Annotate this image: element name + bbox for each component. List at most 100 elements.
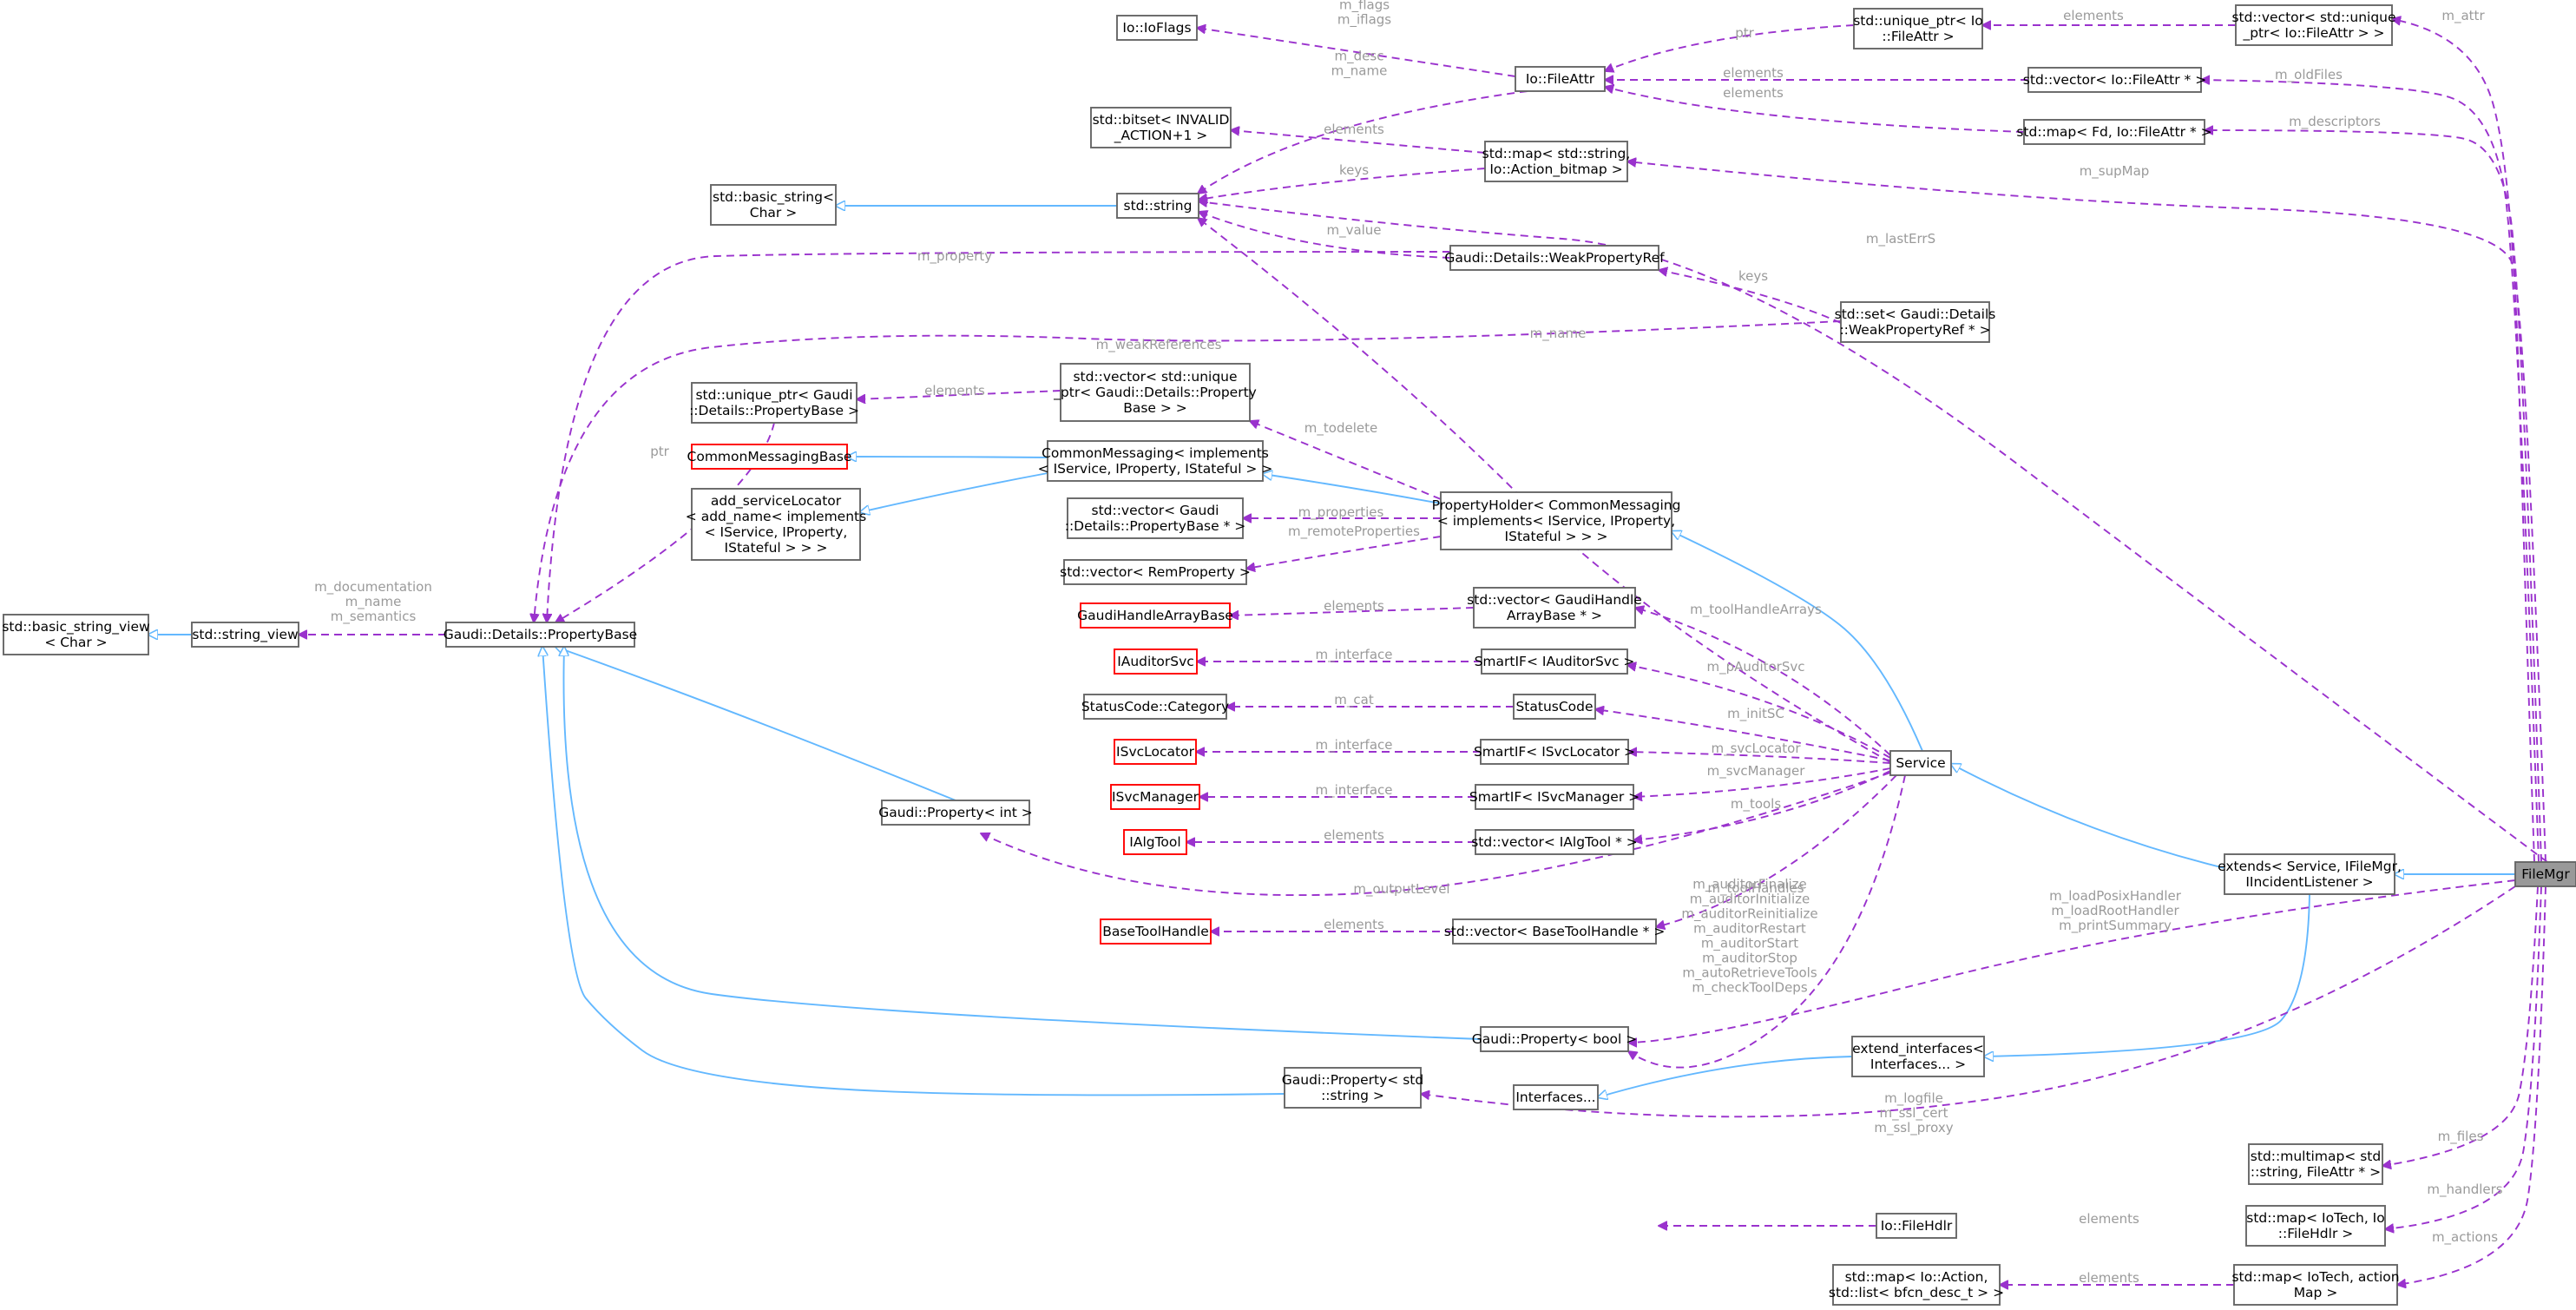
node-label-isvcmanager: ISvcManager bbox=[1112, 789, 1199, 805]
usage-edge-u16 bbox=[1198, 90, 1528, 194]
edge-label-m_documentation: m_semantics bbox=[331, 609, 417, 625]
node-service[interactable]: Service bbox=[1889, 750, 1952, 776]
node-box-map_fd_fileattr bbox=[2023, 119, 2205, 145]
node-label-statuscode_category: StatusCode::Category bbox=[1081, 699, 1229, 714]
edge-label-m_outputlevel: m_outputLevel bbox=[1353, 881, 1449, 898]
node-label-propertyholder: < implements< IService, IProperty, bbox=[1437, 513, 1675, 529]
node-std_string[interactable]: std::string bbox=[1116, 193, 1199, 219]
node-label-set_weakpropref: ::WeakPropertyRef * > bbox=[1839, 322, 1990, 338]
node-ialgtool[interactable]: IAlgTool bbox=[1123, 829, 1187, 855]
node-propertyholder[interactable]: PropertyHolder< CommonMessaging< impleme… bbox=[1432, 491, 1681, 550]
edge-label-elements_ialgtool: elements bbox=[1324, 827, 1384, 843]
node-vector_ialgtool[interactable]: std::vector< IAlgTool * > bbox=[1471, 829, 1638, 855]
node-bitset[interactable]: std::bitset< INVALID_ACTION+1 > bbox=[1090, 107, 1232, 148]
node-box-map_iotech_filehdlr bbox=[2245, 1205, 2386, 1247]
node-vector_fileattr_ptr[interactable]: std::vector< Io::FileAttr * > bbox=[2023, 67, 2206, 93]
edge-label-m_svclocator: m_svcLocator bbox=[1712, 741, 1802, 757]
edge-label-ptr_fileattr: ptr bbox=[1735, 25, 1754, 41]
node-unique_ptr_fileattr[interactable]: std::unique_ptr< Io::FileAttr > bbox=[1853, 8, 1983, 49]
node-label-statuscode: StatusCode bbox=[1515, 699, 1593, 714]
node-multimap_fileattr[interactable]: std::multimap< std::string, FileAttr * > bbox=[2248, 1143, 2383, 1185]
node-vector_propbase_ptr[interactable]: std::vector< Gaudi::Details::PropertyBas… bbox=[1065, 497, 1246, 539]
node-filemgr[interactable]: FileMgr bbox=[2514, 861, 2576, 887]
edge-label-m_pauditorsvc: m_pAuditorSvc bbox=[1707, 659, 1805, 675]
node-unique_ptr_propbase[interactable]: std::unique_ptr< Gaudi::Details::Propert… bbox=[689, 382, 859, 424]
node-add_servicelocator[interactable]: add_serviceLocator< add_name< implements… bbox=[686, 488, 866, 561]
usage-edge-u43 bbox=[1656, 774, 1897, 927]
node-ioflags[interactable]: Io::IoFlags bbox=[1116, 15, 1198, 41]
node-label-map_action_list: std::map< Io::Action, bbox=[1845, 1269, 1988, 1285]
node-label-basic_string_view: < Char > bbox=[44, 635, 107, 650]
node-isvcmanager[interactable]: ISvcManager bbox=[1110, 784, 1200, 810]
node-smartif_auditor[interactable]: SmartIF< IAuditorSvc > bbox=[1475, 648, 1635, 675]
node-label-vector_propbase_ptr: std::vector< Gaudi bbox=[1092, 503, 1219, 518]
node-box-vector_fileattr_ptr bbox=[2027, 67, 2202, 93]
node-map_iotech_filehdlr[interactable]: std::map< IoTech, Io::FileHdlr > bbox=[2245, 1205, 2386, 1247]
edge-label-elements_filehdlr: elements bbox=[2079, 1211, 2139, 1227]
node-basetoolhandle[interactable]: BaseToolHandle bbox=[1100, 918, 1212, 945]
node-vector_remproperty[interactable]: std::vector< RemProperty > bbox=[1060, 559, 1251, 585]
node-iauditorsvc[interactable]: IAuditorSvc bbox=[1114, 648, 1198, 675]
node-vector_unique_fileattr[interactable]: std::vector< std::unique_ptr< Io::FileAt… bbox=[2231, 4, 2396, 46]
edge-label-m_interface_svcmanager: m_interface bbox=[1315, 782, 1392, 799]
node-interfaces[interactable]: Interfaces... bbox=[1513, 1084, 1599, 1110]
node-label-map_iotech_actionmap: Map > bbox=[2294, 1285, 2338, 1300]
node-set_weakpropref[interactable]: std::set< Gaudi::Details::WeakPropertyRe… bbox=[1835, 301, 1996, 343]
node-commonmessagingbase[interactable]: CommonMessagingBase bbox=[687, 444, 852, 470]
node-vector_unique_propbase[interactable]: std::vector< std::unique_ptr< Gaudi::Det… bbox=[1053, 363, 1257, 422]
node-box-isvcmanager bbox=[1110, 784, 1200, 810]
node-map_fd_fileattr[interactable]: std::map< Fd, Io::FileAttr * > bbox=[2016, 119, 2212, 145]
edge-label-m_tools: m_tools bbox=[1731, 796, 1782, 813]
edge-label-m_remoteproperties: m_remoteProperties bbox=[1288, 523, 1420, 540]
node-box-vector_propbase_ptr bbox=[1067, 497, 1244, 539]
node-label-string_view: std::string_view bbox=[192, 627, 299, 643]
usage-edge-u6 bbox=[2382, 885, 2539, 1166]
node-filehdlr[interactable]: Io::FileHdlr bbox=[1876, 1213, 1957, 1239]
node-label-std_string: std::string bbox=[1124, 198, 1193, 214]
node-basic_string[interactable]: std::basic_string<Char > bbox=[710, 184, 837, 226]
node-vector_basetoolhandle[interactable]: std::vector< BaseToolHandle * > bbox=[1444, 918, 1666, 945]
node-label-extends: IIncidentListener > bbox=[2245, 874, 2373, 890]
node-label-weakpropref: Gaudi::Details::WeakPropertyRef bbox=[1444, 250, 1665, 266]
node-box-propertybase bbox=[445, 622, 635, 648]
node-commonmessaging[interactable]: CommonMessaging< implements< IService, I… bbox=[1038, 440, 1273, 482]
inheritance-edge-e13 bbox=[542, 647, 1285, 1096]
node-label-vector_unique_propbase: _ptr< Gaudi::Details::Property bbox=[1053, 385, 1257, 401]
node-string_view[interactable]: std::string_view bbox=[191, 622, 299, 648]
node-map_action_list[interactable]: std::map< Io::Action,std::list< bfcn_des… bbox=[1829, 1264, 2004, 1306]
inheritance-edge-e4 bbox=[1951, 764, 2225, 869]
node-weakpropref[interactable]: Gaudi::Details::WeakPropertyRef bbox=[1444, 245, 1665, 271]
node-property_int[interactable]: Gaudi::Property< int > bbox=[878, 800, 1033, 826]
node-label-add_servicelocator: add_serviceLocator bbox=[711, 493, 842, 510]
node-smartif_svclocator[interactable]: SmartIF< ISvcLocator > bbox=[1474, 739, 1635, 765]
usage-edge-u33 bbox=[1627, 665, 1891, 759]
node-property_string[interactable]: Gaudi::Property< std::string > bbox=[1282, 1067, 1423, 1109]
node-label-map_action_bitmap: std::map< std::string, bbox=[1482, 146, 1631, 161]
node-map_action_bitmap[interactable]: std::map< std::string,Io::Action_bitmap … bbox=[1482, 141, 1631, 182]
edges-layer bbox=[148, 19, 2548, 1285]
node-fileattr[interactable]: Io::FileAttr bbox=[1515, 66, 1606, 92]
node-propertybase[interactable]: Gaudi::Details::PropertyBase bbox=[444, 622, 637, 648]
node-gaudihandlearraybase[interactable]: GaudiHandleArrayBase bbox=[1077, 602, 1233, 629]
node-statuscode_category[interactable]: StatusCode::Category bbox=[1081, 694, 1229, 720]
node-label-multimap_fileattr: std::multimap< std bbox=[2251, 1149, 2381, 1164]
node-extends[interactable]: extends< Service, IFileMgr,IIncidentList… bbox=[2218, 853, 2402, 895]
node-label-ioflags: Io::IoFlags bbox=[1122, 20, 1191, 36]
node-basic_string_view[interactable]: std::basic_string_view< Char > bbox=[2, 614, 150, 655]
node-extend_interfaces[interactable]: extend_interfaces<Interfaces... > bbox=[1851, 1036, 1985, 1077]
node-box-bitset bbox=[1090, 107, 1232, 148]
node-vector_gaudihandle[interactable]: std::vector< GaudiHandleArrayBase * > bbox=[1467, 587, 1642, 629]
node-label-bitset: _ACTION+1 > bbox=[1114, 128, 1208, 144]
node-label-propertyholder: PropertyHolder< CommonMessaging bbox=[1432, 497, 1681, 513]
inheritance-edge-e3 bbox=[1598, 1056, 1853, 1097]
node-statuscode[interactable]: StatusCode bbox=[1513, 694, 1596, 720]
node-label-smartif_svclocator: SmartIF< ISvcLocator > bbox=[1474, 744, 1635, 760]
node-box-propertyholder bbox=[1440, 491, 1672, 550]
node-property_bool[interactable]: Gaudi::Property< bool > bbox=[1472, 1026, 1637, 1052]
nodes-layer: FileMgr extends< Service, IFileMgr,IIncid… bbox=[2, 4, 2576, 1306]
node-smartif_svcmanager[interactable]: SmartIF< ISvcManager > bbox=[1469, 784, 1640, 810]
node-label-propertybase: Gaudi::Details::PropertyBase bbox=[444, 627, 637, 642]
node-isvclocator[interactable]: ISvcLocator bbox=[1114, 739, 1197, 765]
